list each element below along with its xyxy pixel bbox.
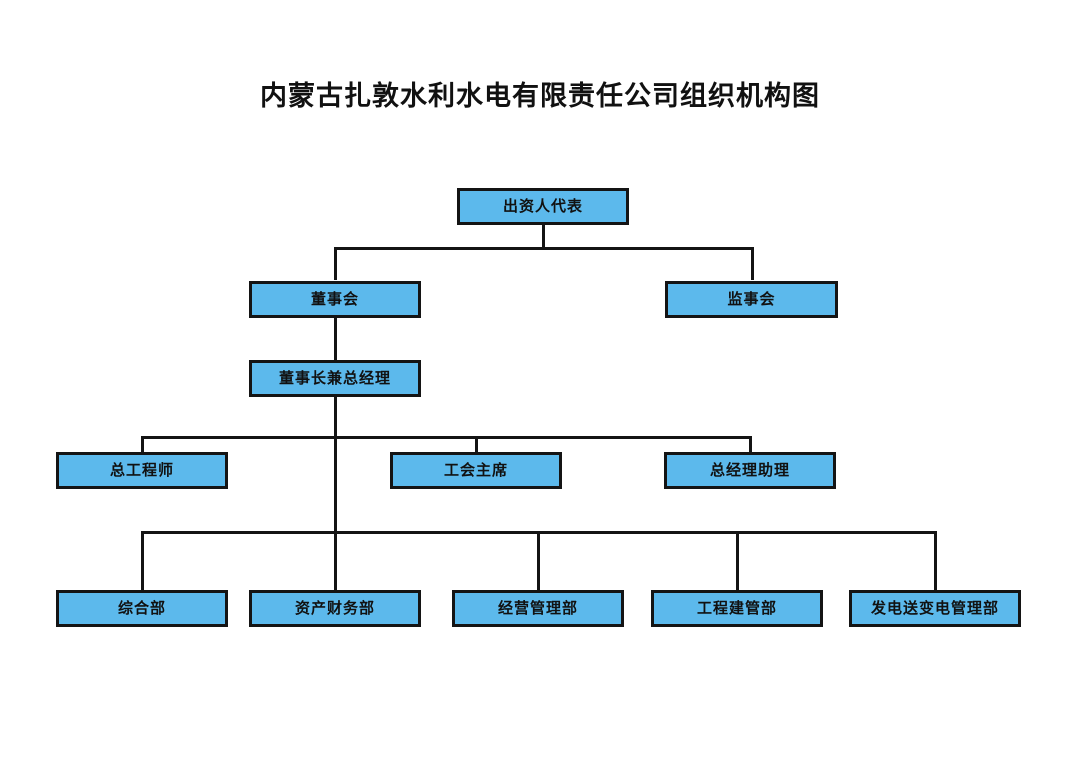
- node-board-of-supervisors[interactable]: 监事会: [665, 281, 838, 318]
- connector-to-gm-assistant: [749, 436, 752, 453]
- node-engineering-construction-dept-label: 工程建管部: [696, 599, 777, 617]
- connector-level4-bus: [141, 436, 752, 439]
- node-power-transmission-dept-label: 发电送变电管理部: [870, 599, 999, 617]
- node-gm-assistant-label: 总经理助理: [709, 461, 790, 479]
- page-title: 内蒙古扎敦水利水电有限责任公司组织机构图: [260, 81, 820, 112]
- connector-investor-down: [542, 225, 545, 250]
- connector-to-power-transmission: [934, 531, 937, 591]
- node-asset-finance-dept[interactable]: 资产财务部: [249, 590, 421, 627]
- node-chairman-gm-label: 董事长兼总经理: [278, 369, 391, 387]
- node-board-of-supervisors-label: 监事会: [727, 290, 776, 308]
- node-general-affairs-dept-label: 综合部: [117, 599, 166, 617]
- node-chief-engineer[interactable]: 总工程师: [56, 452, 228, 489]
- connector-to-chief-engineer: [141, 436, 144, 453]
- node-investor-rep[interactable]: 出资人代表: [457, 188, 629, 225]
- node-chief-engineer-label: 总工程师: [109, 461, 174, 479]
- node-power-transmission-dept[interactable]: 发电送变电管理部: [849, 590, 1021, 627]
- connector-to-union-chairman: [475, 436, 478, 453]
- connector-to-general-affairs: [141, 531, 144, 591]
- node-union-chairman[interactable]: 工会主席: [390, 452, 562, 489]
- node-investor-rep-label: 出资人代表: [502, 197, 583, 215]
- connector-level2-bus: [334, 247, 754, 250]
- connector-to-business-management: [537, 531, 540, 591]
- node-business-management-dept-label: 经营管理部: [497, 599, 578, 617]
- node-engineering-construction-dept[interactable]: 工程建管部: [651, 590, 823, 627]
- connector-to-board-directors: [334, 247, 337, 280]
- node-asset-finance-dept-label: 资产财务部: [294, 599, 375, 617]
- node-union-chairman-label: 工会主席: [443, 461, 508, 479]
- node-board-of-directors-label: 董事会: [310, 290, 359, 308]
- node-business-management-dept[interactable]: 经营管理部: [452, 590, 624, 627]
- node-chairman-gm[interactable]: 董事长兼总经理: [249, 360, 421, 397]
- node-general-affairs-dept[interactable]: 综合部: [56, 590, 228, 627]
- node-gm-assistant[interactable]: 总经理助理: [664, 452, 836, 489]
- node-board-of-directors[interactable]: 董事会: [249, 281, 421, 318]
- connector-to-board-supervisors: [751, 247, 754, 280]
- connector-directors-to-chairman: [334, 317, 337, 361]
- connector-to-asset-finance: [334, 531, 337, 591]
- connector-chairman-trunk: [334, 396, 337, 534]
- connector-to-engineering-construction: [736, 531, 739, 591]
